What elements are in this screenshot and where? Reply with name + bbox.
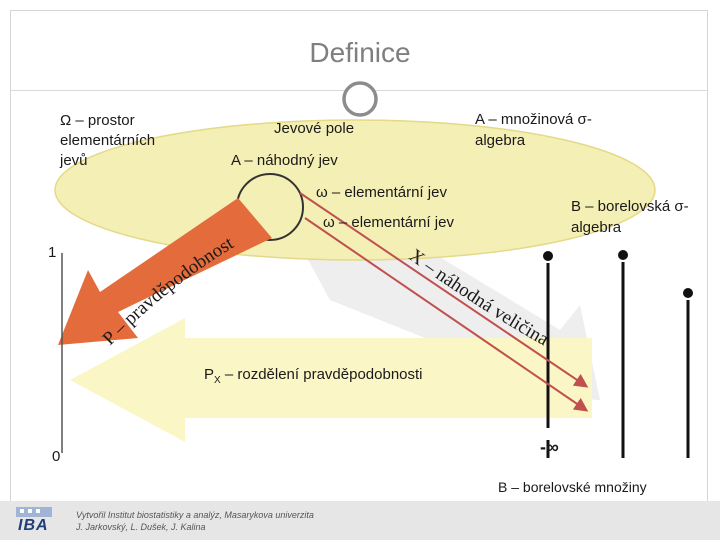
borel-sigma-algebra-label: B – borelovská σ-algebra (571, 198, 689, 236)
elementary-event-label: ω – elementární jev (323, 214, 454, 231)
distribution-subscript: X (214, 375, 221, 386)
real-line-point (543, 251, 553, 261)
axis-label-zero: 0 (52, 448, 61, 465)
distribution-prefix: P (204, 366, 215, 383)
page-title: Definice (309, 37, 411, 68)
mapping-arrow-1 (299, 192, 589, 388)
iba-logo-text: IBA (18, 517, 49, 534)
random-event-label: A – náhodný jev (231, 152, 338, 169)
borel-sets-label: B – borelovské množiny (498, 479, 647, 495)
minus-infinity-label: -∞ (540, 437, 559, 457)
distribution-arrow (70, 318, 592, 442)
iba-logo-icon (16, 507, 52, 517)
distribution-suffix: – rozdělení pravděpodobnosti (220, 366, 423, 383)
distribution-label: PX – rozdělení pravděpodobnosti (204, 365, 423, 390)
event-field-label: Jevové pole (274, 120, 355, 137)
borel-interval-point (683, 288, 693, 298)
footer-credit-line: Vytvořil Institut biostatistiky a analýz… (76, 510, 314, 520)
mapping-arrow-2 (304, 217, 589, 412)
sample-space-label: Ω – prostor elementárních jevů (60, 112, 156, 169)
footer-credits: Vytvořil Institut biostatistiky a analýz… (76, 509, 314, 533)
title-ring-icon (342, 81, 378, 117)
footer: IBA Vytvořil Institut biostatistiky a an… (0, 501, 720, 540)
elementary-event-label: ω – elementární jev (316, 184, 447, 201)
axis-label-one: 1 (48, 244, 57, 261)
borel-interval-point (618, 250, 628, 260)
footer-credit-line: J. Jarkovský, L. Dušek, J. Kalina (76, 522, 206, 532)
sigma-algebra-label: A – množinová σ-algebra (475, 111, 592, 149)
probability-arrow (58, 198, 272, 345)
